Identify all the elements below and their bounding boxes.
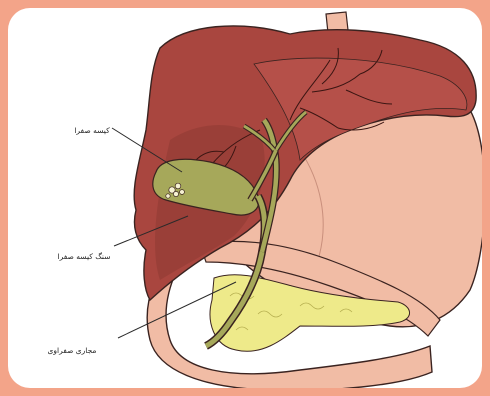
label-gallbladder: کیسه صفرا — [74, 126, 110, 135]
label-bile-duct: مجاری صفراوی — [48, 346, 97, 355]
illustration-panel: کیسه صفرا سنگ کیسه صفرا مجاری صفراوی — [8, 8, 482, 388]
anatomy-illustration: کیسه صفرا سنگ کیسه صفرا مجاری صفراوی — [8, 8, 482, 388]
label-gallstone: سنگ کیسه صفرا — [58, 252, 111, 261]
